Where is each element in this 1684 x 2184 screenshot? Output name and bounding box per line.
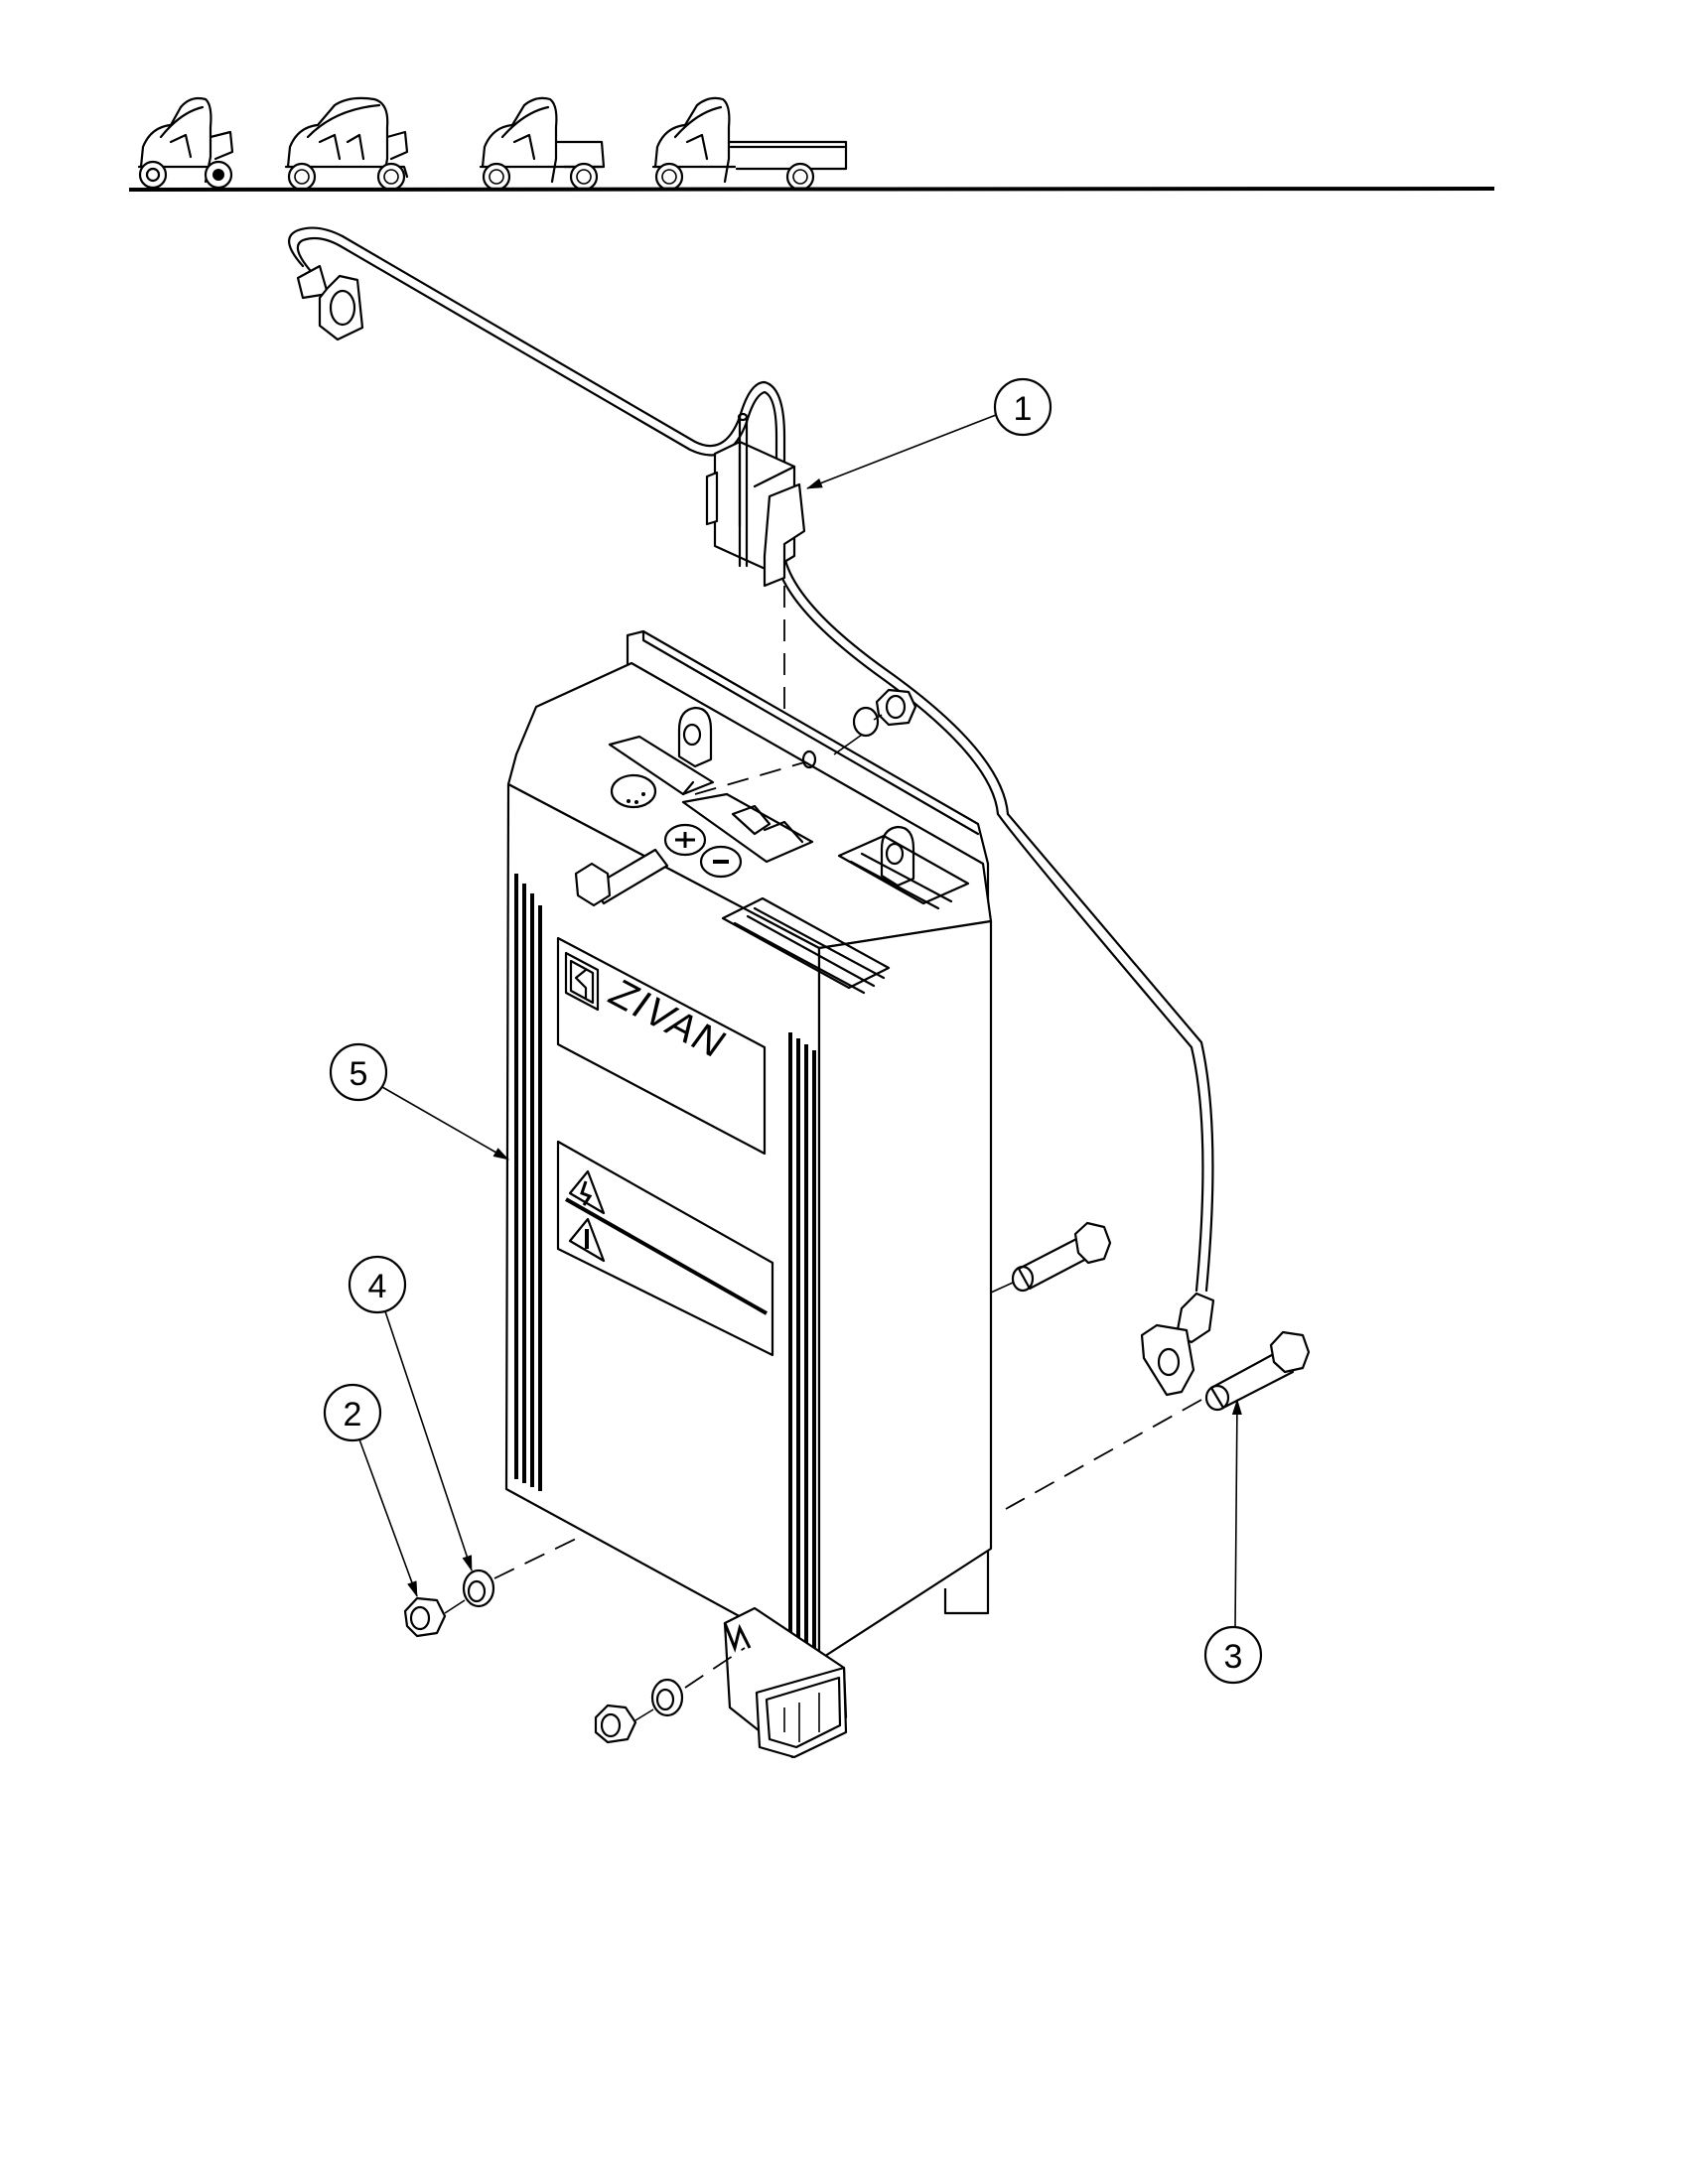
connector-item-1 bbox=[705, 412, 806, 588]
callout-3-circle bbox=[1203, 1625, 1263, 1685]
heatsink-fins-right bbox=[788, 1032, 816, 1653]
callout-2-circle bbox=[323, 1383, 382, 1442]
bolt-right-middle bbox=[990, 1221, 1112, 1294]
callout-3: 3 bbox=[1203, 1399, 1263, 1685]
caution-icon bbox=[568, 1217, 606, 1263]
callout-1-label: 1 bbox=[1014, 390, 1033, 428]
header-rule bbox=[128, 187, 1495, 192]
vehicle-icon-two-seat bbox=[137, 96, 234, 190]
callout-4: 4 bbox=[348, 1255, 473, 1571]
header-vehicle-icons bbox=[137, 96, 848, 192]
callout-5-label: 5 bbox=[350, 1055, 368, 1093]
ac-inlet bbox=[723, 1606, 848, 1759]
bolt-top-left bbox=[574, 848, 669, 907]
screw-small bbox=[801, 750, 817, 769]
callout-2: 2 bbox=[323, 1383, 418, 1597]
callout-5-circle bbox=[329, 1042, 388, 1102]
callout-4-circle bbox=[348, 1255, 407, 1314]
charger-item-5: ZIVAN bbox=[504, 661, 993, 1759]
cable-upper bbox=[288, 226, 1010, 816]
ring-terminal-lower bbox=[996, 812, 1215, 1397]
bolt-item-3 bbox=[1204, 1330, 1311, 1412]
callout-3-label: 3 bbox=[1224, 1638, 1243, 1676]
heatsink-fins-left bbox=[514, 874, 542, 1491]
callout-2-label: 2 bbox=[344, 1396, 362, 1433]
nut-2-centerline bbox=[493, 1538, 577, 1579]
callout-4-label: 4 bbox=[368, 1268, 387, 1305]
charger-side-face bbox=[817, 919, 993, 1662]
lower-nut-washer bbox=[594, 1647, 746, 1744]
nut-item-2 bbox=[403, 1596, 447, 1638]
vehicle-icon-four-seat bbox=[284, 96, 409, 192]
vent-slots bbox=[721, 834, 970, 995]
vehicle-icon-short-cargo bbox=[479, 96, 606, 192]
vehicle-icon-long-cargo bbox=[651, 96, 848, 192]
callout-1: 1 bbox=[806, 377, 1052, 489]
bolt-3-centerline bbox=[1005, 1399, 1202, 1510]
charger-top-details bbox=[608, 706, 970, 995]
ring-terminal-upper bbox=[296, 264, 364, 341]
callout-1-circle bbox=[993, 377, 1052, 437]
warning-label bbox=[556, 1140, 774, 1357]
right-nut-upper bbox=[833, 688, 917, 755]
callout-5: 5 bbox=[329, 1042, 509, 1160]
washer-item-4 bbox=[444, 1569, 495, 1614]
